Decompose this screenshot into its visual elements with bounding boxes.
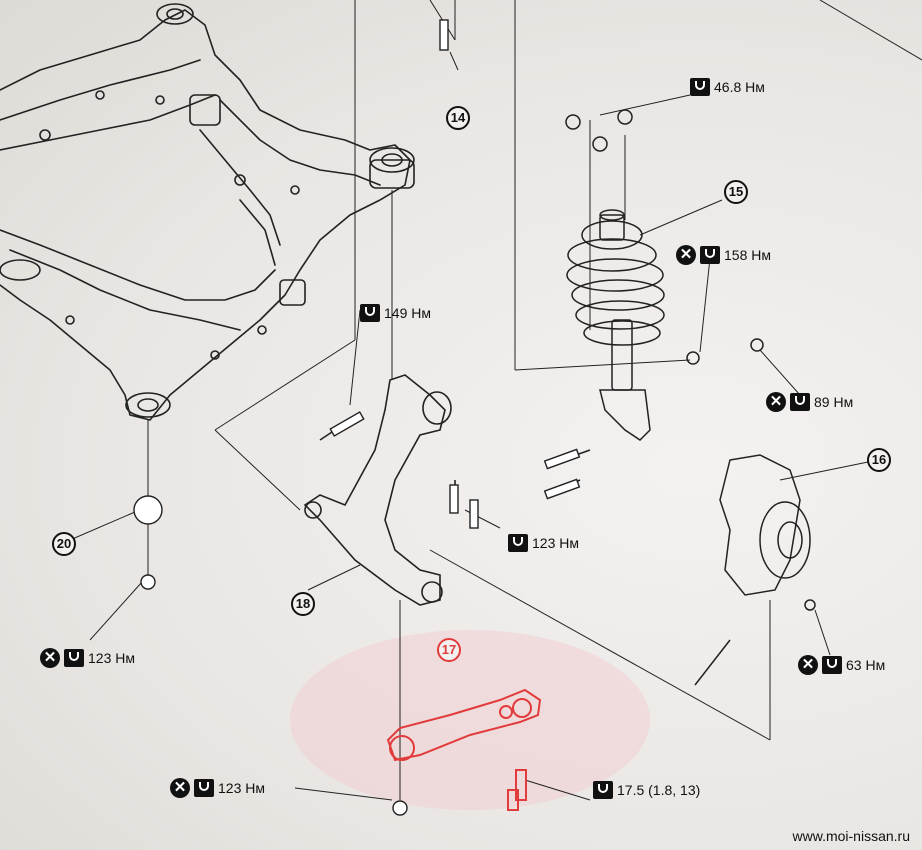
torque-wrench-icon [194, 779, 214, 797]
strut-assembly [565, 109, 764, 441]
callout-14: 14 [446, 106, 470, 130]
replace-part-icon: ✕ [766, 392, 786, 412]
callout-20: 20 [52, 532, 76, 556]
subframe [0, 3, 415, 421]
torque-label-17-5: 17.5 (1.8, 13) [593, 781, 700, 799]
replace-part-icon: ✕ [170, 778, 190, 798]
highlight-glow [290, 630, 650, 810]
torque-wrench-icon [360, 304, 380, 322]
part-17-link [386, 688, 542, 811]
replace-part-icon: ✕ [676, 245, 696, 265]
torque-label-123-arm: 123 Нм [508, 534, 579, 552]
torque-label-149: 149 Нм [360, 304, 431, 322]
source-watermark: www.moi-nissan.ru [792, 828, 910, 844]
torque-wrench-icon [690, 78, 710, 96]
torque-label-63: ✕ 63 Нм [798, 655, 885, 675]
torque-label-89: ✕ 89 Нм [766, 392, 853, 412]
torque-label-123-link: ✕ 123 Нм [170, 778, 265, 798]
knuckle-hub [694, 454, 816, 686]
callout-16: 16 [867, 448, 891, 472]
callout-17: 17 [437, 638, 461, 662]
torque-label-46-8: 46.8 Нм [690, 78, 765, 96]
bolts [133, 19, 581, 816]
torque-wrench-icon [822, 656, 842, 674]
callout-15: 15 [724, 180, 748, 204]
torque-wrench-icon [64, 649, 84, 667]
torque-wrench-icon [593, 781, 613, 799]
torque-label-123-bushing: ✕ 123 Нм [40, 648, 135, 668]
torque-wrench-icon [508, 534, 528, 552]
replace-part-icon: ✕ [40, 648, 60, 668]
replace-part-icon: ✕ [798, 655, 818, 675]
torque-label-158: ✕ 158 Нм [676, 245, 771, 265]
callout-18: 18 [291, 592, 315, 616]
torque-wrench-icon [700, 246, 720, 264]
torque-wrench-icon [790, 393, 810, 411]
